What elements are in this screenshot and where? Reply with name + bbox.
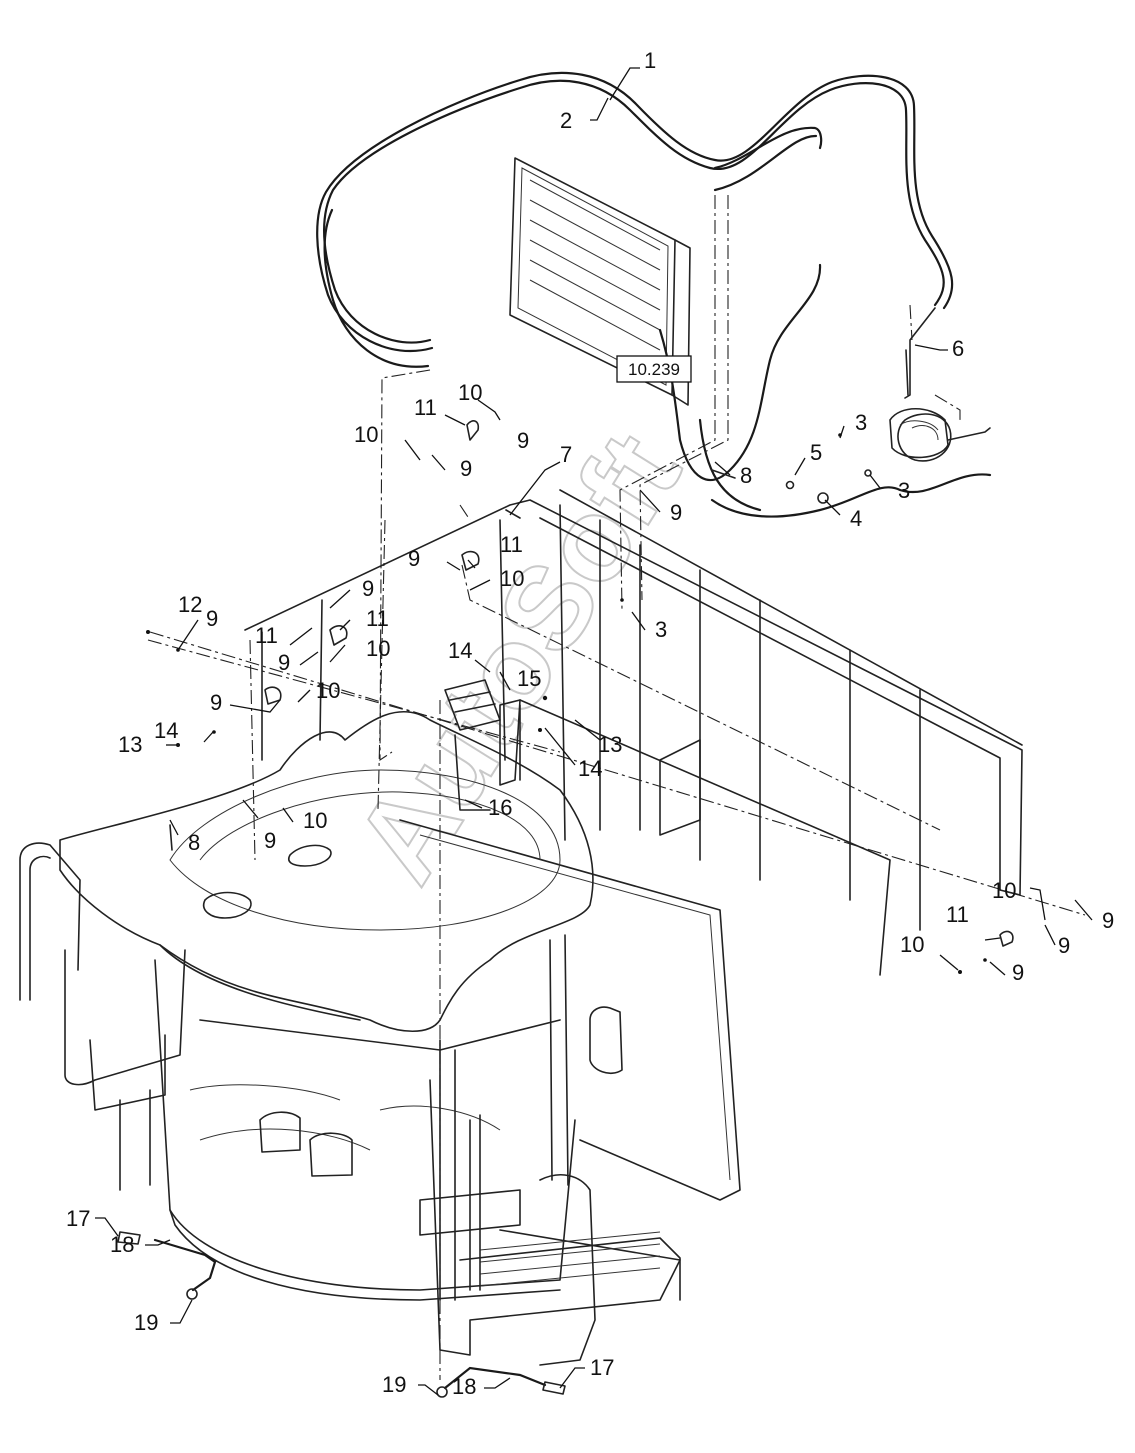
callout-14: 14 bbox=[154, 718, 178, 743]
callout-10: 10 bbox=[366, 636, 390, 661]
callout-9: 9 bbox=[278, 650, 290, 675]
callout-8: 8 bbox=[188, 830, 200, 855]
callout-10: 10 bbox=[354, 422, 378, 447]
callout-10: 10 bbox=[458, 380, 482, 405]
callout-17: 17 bbox=[590, 1355, 614, 1380]
brackets bbox=[444, 679, 521, 811]
callout-9: 9 bbox=[408, 546, 420, 571]
callout-7: 7 bbox=[560, 442, 572, 467]
callout-1: 1 bbox=[644, 48, 656, 73]
callout-11: 11 bbox=[414, 395, 437, 420]
callout-14: 14 bbox=[578, 756, 602, 781]
callout-9: 9 bbox=[1058, 933, 1070, 958]
callout-4: 4 bbox=[850, 506, 862, 531]
callout-18: 18 bbox=[110, 1232, 134, 1257]
cab-body bbox=[154, 934, 576, 1301]
callout-18: 18 bbox=[452, 1374, 476, 1399]
callout-9: 9 bbox=[264, 828, 276, 853]
callout-19: 19 bbox=[134, 1310, 158, 1335]
callout-9: 9 bbox=[210, 690, 222, 715]
callout-11: 11 bbox=[255, 623, 278, 648]
callout-5: 5 bbox=[810, 440, 822, 465]
callout-10: 10 bbox=[303, 808, 327, 833]
cab-frame bbox=[244, 489, 1023, 1201]
condenser bbox=[509, 157, 691, 406]
callout-3: 3 bbox=[898, 478, 910, 503]
antenna-cable-left bbox=[117, 1231, 217, 1300]
callout-9: 9 bbox=[362, 576, 374, 601]
left-handrail bbox=[19, 842, 186, 1191]
callout-19: 19 bbox=[382, 1372, 406, 1397]
callout-labels: 1 2 6 10 11 9 10 9 3 5 3 4 7 8 9 9 11 10… bbox=[66, 48, 1114, 1399]
callout-9: 9 bbox=[1102, 908, 1114, 933]
refrigerant-lines bbox=[658, 263, 992, 518]
callout-10: 10 bbox=[316, 678, 340, 703]
callout-2: 2 bbox=[560, 108, 572, 133]
callout-3: 3 bbox=[655, 617, 667, 642]
reference-label: 10.239 bbox=[628, 360, 680, 379]
callout-9: 9 bbox=[517, 428, 529, 453]
callout-6: 6 bbox=[952, 336, 964, 361]
ac-hoses bbox=[316, 71, 954, 368]
right-step-platform bbox=[429, 1079, 681, 1366]
callout-11: 11 bbox=[946, 902, 969, 927]
callout-11: 11 bbox=[500, 532, 523, 557]
callout-9: 9 bbox=[1012, 960, 1024, 985]
callout-10: 10 bbox=[992, 878, 1016, 903]
callout-17: 17 bbox=[66, 1206, 90, 1231]
cab-roof bbox=[59, 710, 594, 1033]
leader-lines bbox=[95, 67, 1093, 1396]
callout-11: 11 bbox=[366, 606, 389, 631]
antenna-cable-right bbox=[436, 1366, 566, 1398]
compressor bbox=[889, 307, 991, 459]
callout-3: 3 bbox=[855, 410, 867, 435]
assembly-lines bbox=[147, 195, 1086, 1380]
callout-12: 12 bbox=[178, 592, 202, 617]
callout-9: 9 bbox=[206, 606, 218, 631]
callout-9: 9 bbox=[460, 456, 472, 481]
callout-10: 10 bbox=[900, 932, 924, 957]
callout-8: 8 bbox=[740, 463, 752, 488]
callout-16: 16 bbox=[488, 795, 512, 820]
callout-13: 13 bbox=[598, 732, 622, 757]
callout-9: 9 bbox=[670, 500, 682, 525]
callout-13: 13 bbox=[118, 732, 142, 757]
callout-15: 15 bbox=[517, 666, 541, 691]
callout-10: 10 bbox=[500, 566, 524, 591]
reference-box bbox=[616, 355, 692, 383]
callout-14: 14 bbox=[448, 638, 472, 663]
